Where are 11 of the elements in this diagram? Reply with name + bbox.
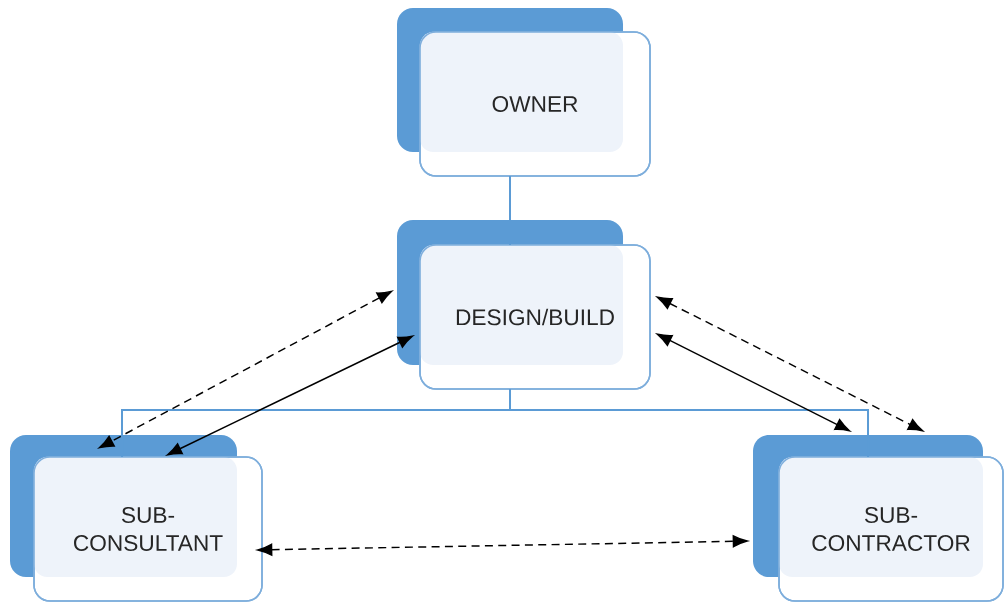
org-box: OWNER: [397, 8, 651, 177]
org-box: DESIGN/BUILD: [397, 220, 651, 390]
arrow: [656, 333, 851, 432]
arrow: [257, 535, 748, 556]
arrow: [98, 290, 393, 449]
org-box: SUB- CONTRACTOR: [753, 435, 1004, 602]
arrow: [656, 296, 924, 432]
org-box: SUB- CONSULTANT: [10, 435, 263, 602]
connector-line: [509, 175, 511, 246]
arrow: [166, 335, 414, 456]
connector-line: [509, 388, 869, 458]
